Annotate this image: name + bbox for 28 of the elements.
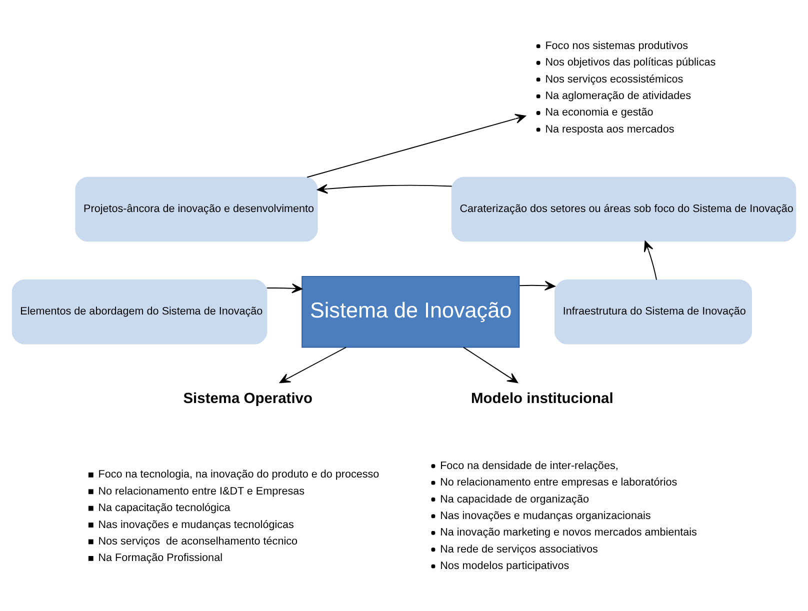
label: Na inovação marketing e novos mercados ambientais [440, 526, 697, 538]
node-text: Modelo institucional [471, 390, 614, 406]
node-box: Sistema de Inovação [302, 276, 520, 348]
arrow [317, 184, 452, 194]
label: Foco na tecnologia, na inovação do produto e do processo [98, 468, 380, 480]
arrow [644, 240, 657, 280]
arrow [519, 280, 556, 290]
label: No relacionamento entre empresas e laboratórios [440, 476, 678, 488]
node-box: Projetos-âncora de inovação e desenvolvimento [75, 176, 318, 242]
label: Nas inovações e mudanças tecnológicas [98, 518, 294, 530]
arrow [266, 282, 302, 293]
label: Na capacitação tecnológica [98, 502, 230, 514]
label: Foco na densidade de inter-relações, [440, 459, 618, 472]
label: Nas inovações e mudanças organizacionais [440, 509, 651, 522]
label: Na capacidade de organização [440, 492, 589, 505]
label: Na rede de serviços associativos [440, 542, 598, 555]
arrow [462, 346, 518, 383]
node-text: Foco nos sistemas produtivos Nos objetivos das políticas públicas Nos serviços ecossistémicos Na aglomeração de atividades Na economia e gestão Na resposta aos mercados [545, 39, 716, 135]
node-box: Elementos de abordagem do Sistema de Inovação [12, 278, 268, 344]
arrow [279, 346, 347, 383]
node-box: Infraestrutura do Sistema de Inovação [554, 278, 752, 344]
label: Nos modelos participativos [440, 560, 570, 572]
label: No relacionamento entre I&DT e Empresas [98, 484, 305, 497]
node-box: Caraterização dos setores ou áreas sob foco do Sistema de Inovação [451, 176, 796, 242]
label: Na Formação Profissional [98, 552, 222, 564]
label: Nos serviços de aconselhamento técnico [98, 534, 298, 547]
arrow [306, 113, 526, 178]
node-text: Sistema Operativo [183, 390, 312, 406]
